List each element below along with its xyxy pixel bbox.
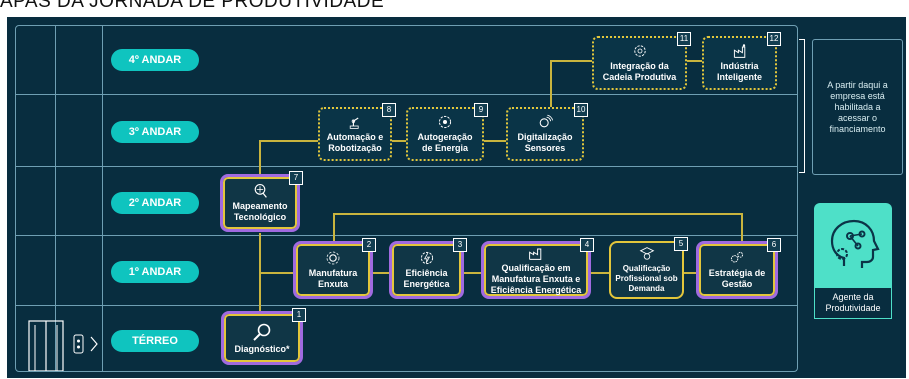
magnifier-icon xyxy=(253,323,271,341)
floor-label-terreo: TÉRREO xyxy=(111,330,199,352)
sensor-icon xyxy=(539,114,553,128)
bracket-bottom xyxy=(799,172,805,173)
step-label: Mapeamento Tecnológico xyxy=(232,201,288,222)
step-mapeamento-tecnologico[interactable]: 7 Mapeamento Tecnológico xyxy=(220,171,303,232)
bracket-line xyxy=(804,39,805,172)
floor-divider-1 xyxy=(15,305,797,306)
connector-level3-link-a xyxy=(392,140,406,142)
step-label: Qualificação em Manufatura Enxuta e Efic… xyxy=(490,262,582,295)
step-eficiencia-energetica[interactable]: 3 Eficiência Energética xyxy=(389,238,467,299)
connector-level1-link-c xyxy=(591,272,609,274)
step-label: Indústria Inteligente xyxy=(716,61,762,82)
bracket-top xyxy=(799,39,805,40)
step-industria-inteligente[interactable]: 12 Indústria Inteligente xyxy=(702,32,781,90)
agent-icon-panel xyxy=(814,203,892,287)
connector-level1-drop-left xyxy=(333,213,335,241)
robot-arm-icon xyxy=(349,117,359,129)
floor-divider-3 xyxy=(15,166,797,167)
floor-label-4: 4º ANDAR xyxy=(111,49,199,71)
floor-label-1: 1º ANDAR xyxy=(111,261,199,283)
step-number: 10 xyxy=(574,103,588,117)
solar-gear-icon xyxy=(438,115,452,129)
connector-level1-link-d xyxy=(684,272,696,274)
elevator-icon xyxy=(28,320,98,371)
connector-level3-left xyxy=(259,140,319,142)
step-label: Integração da Cadeia Produtiva xyxy=(602,61,677,82)
connector-level3-link-b xyxy=(484,140,506,142)
step-number: 11 xyxy=(677,32,691,46)
step-label: Eficiência Energética xyxy=(403,268,450,289)
energy-gear-icon xyxy=(420,251,433,265)
gear-cycle-icon xyxy=(326,251,340,265)
step-label: Automação e Robotização xyxy=(326,132,384,153)
connector-ground-to-step2 xyxy=(259,272,293,274)
step-label: Qualificação Profissional sob Demanda xyxy=(615,264,678,293)
floor-divider-4 xyxy=(15,94,797,95)
step-integracao-cadeia[interactable]: 11 Integração da Cadeia Produtiva xyxy=(592,32,691,90)
agent-card: Agente da Produtividade xyxy=(814,203,892,333)
floor-label-2: 2º ANDAR xyxy=(111,192,199,214)
agent-label: Agente da Produtividade xyxy=(814,287,892,319)
connector-level4-link xyxy=(687,60,702,62)
connector-level3-up xyxy=(550,60,552,117)
step-autogeracao-energia[interactable]: 9 Autogeração de Energia xyxy=(406,103,488,161)
graduate-icon xyxy=(639,247,654,260)
smart-factory-icon xyxy=(733,44,745,58)
step-label: Digitalização Sensores xyxy=(517,132,573,153)
step-number: 3 xyxy=(453,238,467,252)
step-number: 4 xyxy=(580,238,594,252)
connector-level1-bar xyxy=(333,213,743,215)
step-number: 8 xyxy=(382,103,396,117)
connector-level1-drop-right xyxy=(741,213,743,241)
financing-note: A partir daqui a empresa está habilitada… xyxy=(812,39,903,175)
step-qualificacao-profissional[interactable]: 5 Qualificação Profissional sob Demanda xyxy=(609,237,688,299)
outer-frame xyxy=(15,25,798,372)
connector-level4-bar xyxy=(550,60,592,62)
step-automacao-robotizacao[interactable]: 8 Automação e Robotização xyxy=(318,103,396,161)
map-magnifier-icon xyxy=(254,184,267,198)
step-label: Diagnóstico* xyxy=(234,343,290,354)
left-column-divider-2 xyxy=(102,25,103,371)
gears-icon xyxy=(730,251,744,263)
step-label: Estratégia de Gestão xyxy=(708,268,766,289)
step-digitalizacao-sensores[interactable]: 10 Digitalização Sensores xyxy=(506,103,588,161)
step-label: Manufatura Enxuta xyxy=(308,268,358,289)
step-manufatura-enxuta[interactable]: 2 Manufatura Enxuta xyxy=(293,238,376,299)
step-number: 5 xyxy=(674,237,688,251)
step-number: 1 xyxy=(292,308,306,322)
floor-label-3: 3º ANDAR xyxy=(111,121,199,143)
connector-level1-link-b xyxy=(464,272,481,274)
step-number: 2 xyxy=(362,238,376,252)
page-title: APAS DA JORNADA DE PRODUTIVIDADE xyxy=(0,0,385,12)
step-number: 12 xyxy=(767,32,781,46)
ai-head-icon xyxy=(830,219,880,268)
factory-icon xyxy=(529,248,542,260)
step-number: 9 xyxy=(474,103,488,117)
chain-gear-icon xyxy=(633,45,646,57)
step-number: 6 xyxy=(767,238,781,252)
financing-note-text: A partir daqui a empresa está habilitada… xyxy=(827,79,888,134)
step-diagnostico[interactable]: 1 Diagnóstico* xyxy=(221,308,306,365)
floor-divider-2 xyxy=(15,235,797,236)
connector-step7-to-level3 xyxy=(259,140,261,174)
step-qualificacao-manufatura[interactable]: 4 Qualificação em Manufatura Enxuta e Ef… xyxy=(481,238,594,299)
journey-board: 4º ANDAR 3º ANDAR 2º ANDAR 1º ANDAR TÉRR… xyxy=(7,17,906,378)
step-estrategia-gestao[interactable]: 6 Estratégia de Gestão xyxy=(696,238,781,299)
connector-level1-link-a xyxy=(373,272,389,274)
step-label: Autogeração de Energia xyxy=(417,132,473,153)
left-column-divider-1 xyxy=(55,25,56,371)
step-number: 7 xyxy=(289,171,303,185)
